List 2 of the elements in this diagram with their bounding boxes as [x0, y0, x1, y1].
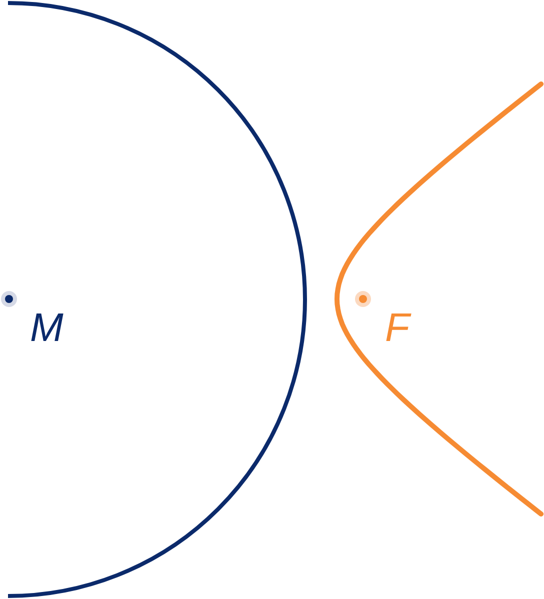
point-label: F [385, 308, 410, 348]
point-label: M [30, 308, 64, 348]
